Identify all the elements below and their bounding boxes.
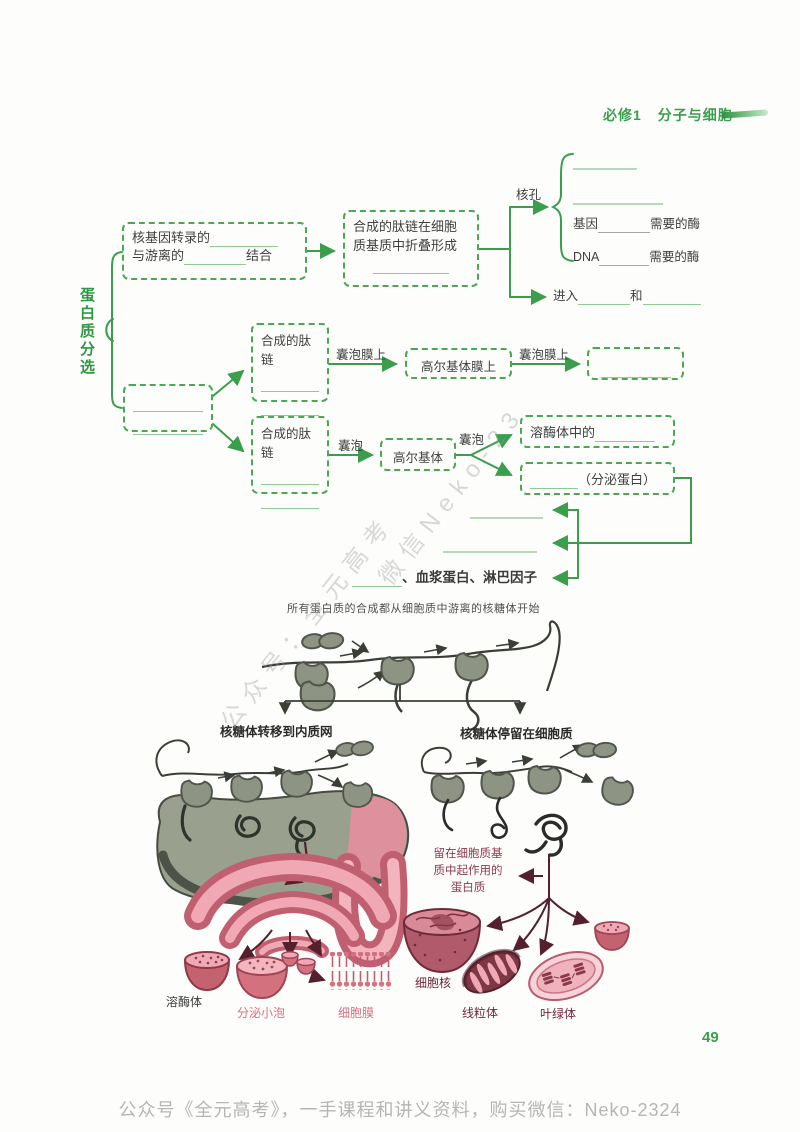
note-line-3: 蛋白质 (450, 882, 486, 894)
branch-to-er-label: 核糖体转移到内质网 (220, 725, 333, 739)
blank-line (133, 398, 203, 412)
small-vesicles (281, 951, 316, 975)
blank-line (530, 475, 578, 489)
and-label: 和 (630, 289, 643, 303)
golgi-box: 高尔基体 (380, 438, 456, 471)
blank-line (133, 421, 203, 435)
free-polysome-illustration (261, 620, 561, 732)
dna-suffix: 需要的酶 (649, 250, 700, 264)
transcription-box: 核基因转录的 与游离的 结合 (122, 222, 307, 280)
nucleus-label: 细胞核 (415, 976, 452, 990)
mitochondrion-shape (461, 948, 521, 994)
dna-enzyme-line: DNA 需要的酶 (573, 248, 699, 266)
golgi-membrane-box: 高尔基体膜上 (405, 348, 512, 379)
watermark: 公众号：全元高考 (215, 509, 400, 735)
peptide2-text: 合成的肽链 (261, 427, 312, 460)
flowchart-root-label: 蛋白质分选 (78, 287, 95, 377)
footer-text: 公众号《全元高考》，一手课程和讲义资料，购买微信：Neko-2324 (118, 1100, 682, 1120)
enter-line: 进入 和 (553, 287, 701, 305)
nuclear-pore-label: 核孔 (516, 188, 542, 202)
blank-line (373, 260, 449, 274)
empty-branch-box (123, 384, 213, 435)
transcription-l1: 核基因转录的 (132, 230, 211, 245)
folding-text: 合成的肽链在细胞质基质中折叠形成 (353, 219, 458, 253)
blank-line (352, 573, 402, 587)
folding-box: 合成的肽链在细胞质基质中折叠形成 (343, 210, 479, 287)
secretory-vesicle-label: 分泌小泡 (237, 1006, 286, 1020)
enter-label: 进入 (553, 289, 579, 303)
peptide-box-2: 合成的肽链 (251, 416, 329, 509)
blank-line (598, 219, 651, 233)
lysosome-destination-box: 溶酶体中的 (520, 415, 675, 448)
page-header: 必修1 分子与细胞 (603, 105, 733, 125)
blank-line (210, 233, 279, 247)
nucleus-shape (402, 908, 482, 974)
right-vesicle-shape (594, 921, 630, 951)
chloroplast-shape (528, 951, 604, 1001)
er-golgi-illustration (155, 737, 410, 1000)
secretory-vesicle-shape (235, 956, 289, 1000)
header-course: 必修1 (603, 107, 642, 123)
blank-line (599, 252, 650, 266)
page-number: 49 (702, 1029, 719, 1046)
peptide-box-1: 合成的肽链 (251, 323, 329, 416)
cytosol-protein-note: 留在细胞质基 质中起作用的 蛋白质 (430, 846, 506, 897)
dna-prefix: DNA (573, 250, 600, 264)
blank-line (184, 251, 247, 265)
in-lysosome-text: 溶酶体中的 (530, 425, 596, 440)
blank-line (595, 428, 656, 442)
flowchart-blank-lines (443, 168, 663, 553)
note-line-2: 质中起作用的 (433, 865, 503, 877)
vesicle-membrane-label-2: 囊泡膜上 (519, 348, 570, 362)
gene-prefix: 基因 (573, 217, 599, 231)
flowchart-connectors (105, 153, 692, 586)
vesicle-membrane-label-1: 囊泡膜上 (336, 348, 387, 362)
cell-membrane-label: 细胞膜 (338, 1006, 375, 1020)
mitochondrion-label: 线粒体 (462, 1006, 499, 1020)
blank-line (261, 495, 319, 509)
blank-line (261, 471, 319, 485)
header-title: 分子与细胞 (657, 107, 733, 123)
watermark: 微信Neko-23 (373, 400, 531, 591)
note-line-1: 留在细胞质基 (433, 848, 503, 860)
transcription-l2a: 与游离的 (132, 248, 185, 263)
vesicle-label-2: 囊泡 (459, 433, 485, 447)
plasma-protein-line: 、血浆蛋白、淋巴因子 (352, 569, 537, 587)
plasma-text: 、血浆蛋白、淋巴因子 (402, 570, 537, 585)
blank-line (261, 402, 319, 416)
transcription-l2b: 结合 (246, 248, 273, 263)
gene-enzyme-line: 基因 需要的酶 (573, 215, 700, 233)
blank-line (642, 291, 701, 305)
blank-line (261, 378, 319, 392)
secretory-text: （分泌蛋白） (578, 472, 657, 487)
diagram-caption: 所有蛋白质的合成都从细胞质中游离的核糖体开始 (287, 603, 540, 615)
blank-line (578, 291, 631, 305)
gene-suffix: 需要的酶 (650, 217, 701, 231)
lysosome-shape (183, 951, 231, 992)
cytosol-illustration (402, 739, 636, 1001)
chloroplast-label: 叶绿体 (540, 1007, 577, 1021)
blank-line (600, 364, 671, 378)
lysosome-label: 溶酶体 (166, 995, 203, 1009)
vesicle-label-1: 囊泡 (338, 439, 364, 453)
cell-membrane-shape (328, 952, 392, 990)
peptide1-text: 合成的肽链 (261, 334, 312, 367)
membrane-destination-box (587, 347, 684, 380)
branch-stay-cytosol-label: 核糖体停留在细胞质 (460, 727, 573, 741)
secretory-protein-box: （分泌蛋白） (520, 462, 675, 495)
